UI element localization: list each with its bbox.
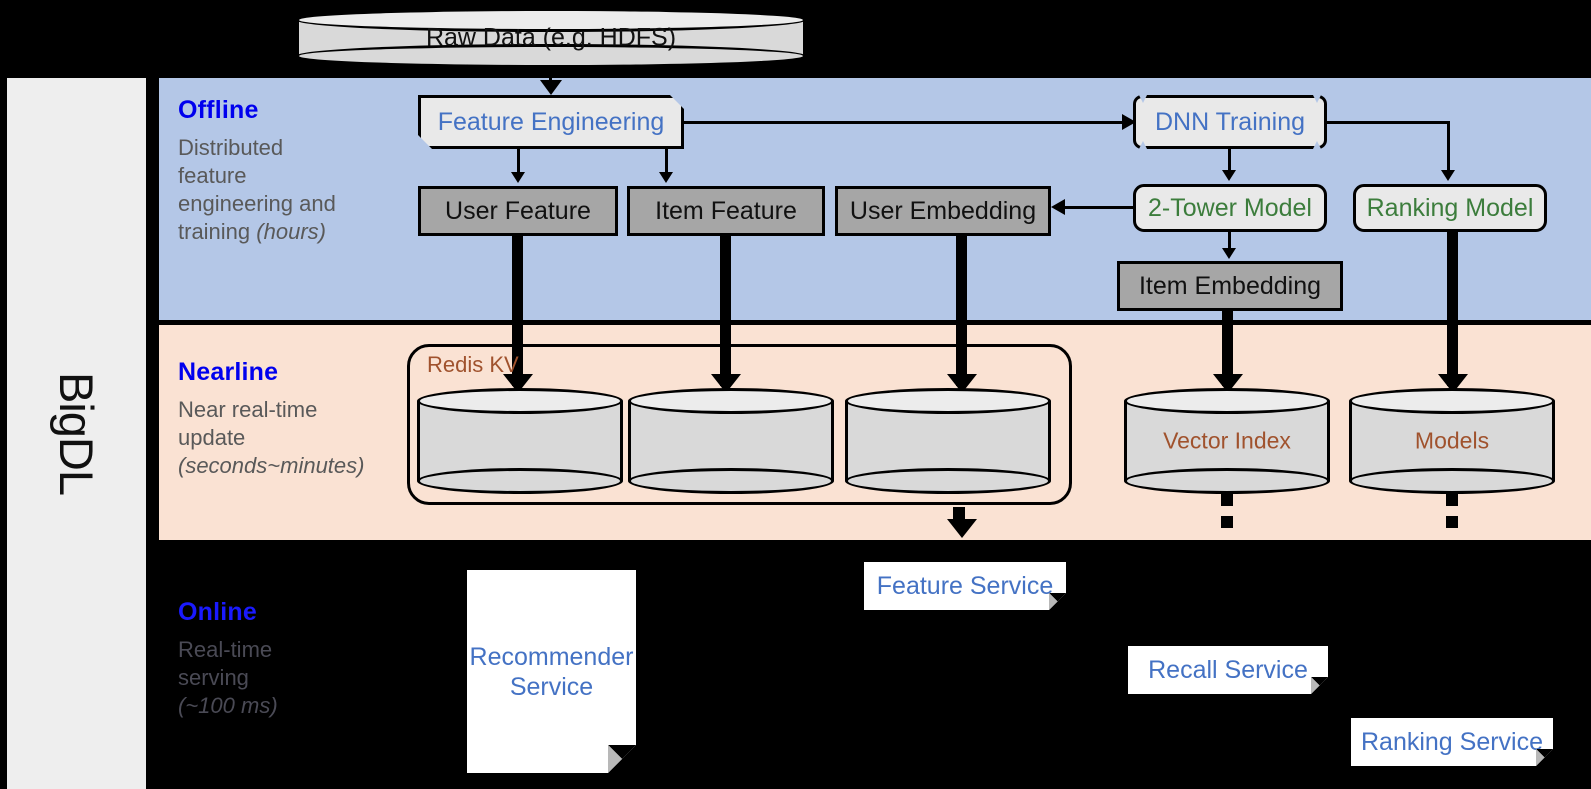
arrowhead-twotower-itemembedding	[1222, 248, 1236, 259]
edge-featureeng-userfeature	[517, 149, 520, 178]
offline-sub-l4: training	[178, 218, 257, 244]
pipe-rankingmodel-models	[1447, 232, 1458, 386]
edge-rawdata-featureeng	[549, 68, 552, 90]
offline-sub-l3: engineering and	[178, 190, 336, 216]
two-tower-model-node[interactable]: 2-Tower Model	[1133, 184, 1327, 232]
online-title: Online	[178, 598, 257, 626]
online-sub-italic: (~100 ms)	[178, 692, 278, 718]
feature-engineering-node[interactable]: Feature Engineering	[418, 95, 684, 149]
online-sub-l2: serving	[178, 664, 249, 690]
item-feature-label: Item Feature	[655, 196, 797, 225]
offline-sub-italic: (hours)	[256, 218, 326, 244]
raw-data-store: Raw Data (e.g. HDFS)	[296, 8, 806, 68]
pipe-itemfeature-kv2	[720, 236, 731, 386]
raw-data-label: Raw Data (e.g. HDFS)	[425, 23, 677, 52]
link-dot-featureservice-1	[953, 507, 965, 519]
offline-sub-l2: feature	[178, 162, 247, 188]
nearline-band-legend: Nearline Near real-time update (seconds~…	[178, 358, 428, 480]
arrowhead-dnn-twotower	[1222, 170, 1236, 181]
kv-store-user-embedding[interactable]	[845, 388, 1051, 494]
arrowhead-twotower-userembedding	[1051, 199, 1065, 215]
pipe-itemembedding-vectorindex	[1222, 311, 1233, 386]
online-band-legend: Online Real-time serving (~100 ms)	[178, 598, 428, 720]
edge-dnn-rankingmodel-h	[1327, 121, 1450, 124]
nearline-title: Nearline	[178, 358, 279, 386]
cylinder-bottom	[1124, 468, 1330, 494]
pipe-userfeature-kv1	[512, 236, 523, 386]
dnn-training-label: DNN Training	[1154, 107, 1306, 136]
redis-kv-group	[407, 344, 1072, 505]
cylinder-top	[1124, 388, 1330, 414]
online-sub-l1: Real-time	[178, 637, 273, 662]
cylinder-bottom	[296, 44, 806, 68]
cylinder-top	[845, 388, 1051, 414]
bigdl-label: BigDL	[49, 371, 103, 496]
feature-engineering-label: Feature Engineering	[437, 107, 665, 136]
cylinder-bottom	[417, 468, 623, 494]
vector-index-store[interactable]: Vector Index	[1124, 388, 1330, 494]
offline-band-legend: Offline Distributed feature engineering …	[178, 96, 418, 246]
cylinder-top	[1349, 388, 1555, 414]
ranking-model-label: Ranking Model	[1366, 193, 1534, 222]
ranking-model-node[interactable]: Ranking Model	[1353, 184, 1547, 232]
cylinder-bottom	[628, 468, 834, 494]
edge-twotower-userembedding	[1065, 206, 1135, 209]
edge-twotower-itemembedding	[1228, 232, 1231, 252]
nearline-sub-italic: (seconds~minutes)	[178, 452, 365, 478]
recall-service-label: Recall Service	[1148, 656, 1308, 684]
two-tower-model-label: 2-Tower Model	[1148, 193, 1312, 222]
link-dot-ranking-1	[1446, 494, 1458, 506]
edge-featureeng-dnn	[684, 121, 1126, 124]
nearline-sub-l1: Near real-time	[178, 397, 318, 422]
arrowhead-redis-featureservice	[947, 519, 977, 538]
item-embedding-store[interactable]: Item Embedding	[1117, 261, 1343, 311]
dnn-training-node[interactable]: DNN Training	[1133, 95, 1327, 149]
online-subtitle: Real-time serving (~100 ms)	[178, 636, 428, 720]
arrowhead-featureeng-dnn	[1122, 114, 1136, 130]
user-embedding-store[interactable]: User Embedding	[835, 186, 1051, 236]
models-store[interactable]: Models	[1349, 388, 1555, 494]
cylinder-bottom	[845, 468, 1051, 494]
models-label: Models	[1414, 427, 1490, 454]
redis-kv-label: Redis KV	[427, 352, 519, 377]
kv-store-item-feature[interactable]	[628, 388, 834, 494]
arrowhead-rawdata-featureeng	[540, 80, 562, 95]
cylinder-top	[417, 388, 623, 414]
item-feature-store[interactable]: Item Feature	[627, 186, 825, 236]
offline-subtitle: Distributed feature engineering and trai…	[178, 134, 418, 246]
recommender-service-label: Recommender Service	[469, 642, 634, 701]
feature-service-node[interactable]: Feature Service	[864, 562, 1066, 610]
edge-dnn-twotower	[1228, 149, 1231, 175]
cylinder-bottom	[1349, 468, 1555, 494]
link-dot-ranking-2	[1446, 516, 1458, 528]
bigdl-platform-rail: BigDL	[7, 78, 146, 789]
kv-store-user-feature[interactable]	[417, 388, 623, 494]
user-feature-label: User Feature	[445, 196, 591, 225]
arrowhead-dnn-rankingmodel	[1441, 170, 1455, 181]
link-dot-recall-2	[1221, 516, 1233, 528]
link-dot-recall-1	[1221, 494, 1233, 506]
vector-index-label: Vector Index	[1163, 427, 1291, 454]
ranking-service-node[interactable]: Ranking Service	[1351, 718, 1553, 766]
ranking-service-label: Ranking Service	[1360, 728, 1544, 756]
edge-featureeng-itemfeature	[665, 149, 668, 178]
offline-sub-l1: Distributed	[178, 135, 284, 160]
recommender-service-node[interactable]: Recommender Service	[467, 570, 636, 773]
edge-dnn-rankingmodel-v	[1447, 121, 1450, 175]
pipe-userembedding-kv3	[956, 236, 967, 386]
offline-title: Offline	[178, 96, 259, 124]
user-feature-store[interactable]: User Feature	[418, 186, 618, 236]
recall-service-node[interactable]: Recall Service	[1128, 646, 1328, 694]
arrowhead-featureeng-itemfeature	[659, 172, 673, 183]
nearline-subtitle: Near real-time update (seconds~minutes)	[178, 396, 428, 480]
feature-service-label: Feature Service	[876, 572, 1054, 600]
arrowhead-featureeng-userfeature	[511, 172, 525, 183]
item-embedding-label: Item Embedding	[1138, 271, 1322, 300]
nearline-sub-l2: update	[178, 424, 246, 450]
cylinder-top	[628, 388, 834, 414]
user-embedding-label: User Embedding	[849, 196, 1037, 225]
cylinder-top	[296, 8, 806, 32]
